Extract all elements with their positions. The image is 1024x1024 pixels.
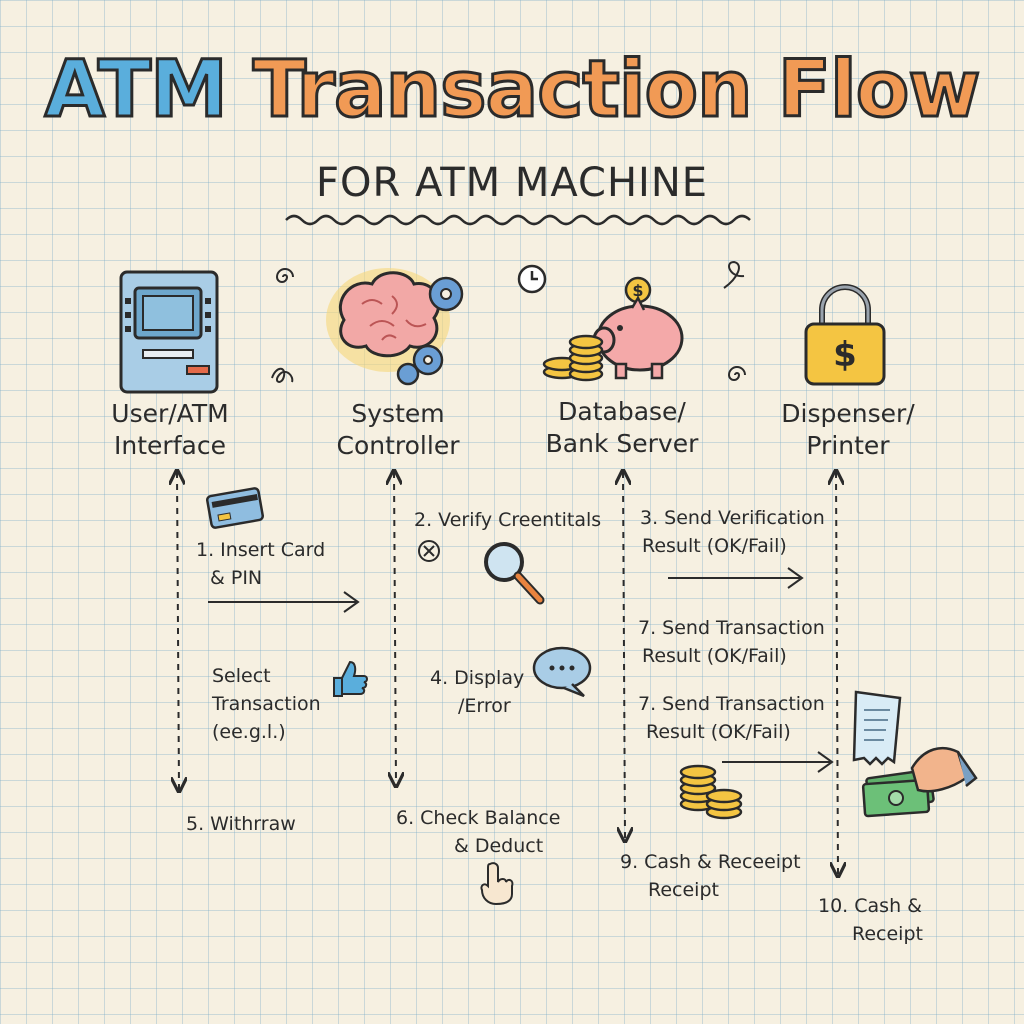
step-text: 5. Withrraw [186,813,296,835]
pointing-hand-icon [480,862,514,906]
x-circle-icon [418,540,440,562]
swirl-doodle-icon [727,366,746,381]
lifeline-database [623,472,625,840]
step-text: & Deduct [454,835,544,857]
step-select-transaction: Select Transaction (ee.g.l.) [212,662,321,746]
coin-stack-icon [679,764,743,820]
step-1-insert-card: 1. Insert Card & PIN [196,536,325,592]
title-part-blue: ATM [43,45,253,135]
step-text: 10. Cash & [818,895,922,917]
lane-label-line: Interface [114,431,226,460]
diagram-title: ATM Transaction Flow [0,45,1024,135]
padlock-dollar-icon: $ [804,284,886,386]
lane-label-dispenser-printer: Dispenser/ Printer [748,398,948,462]
title-part-orange: Transaction Flow [251,45,982,135]
step-text: Result (OK/Fail) [642,645,787,667]
step-9-cash-receipt: 9. Cash & Receeipt Receipt [620,848,801,904]
lane-label-line: System [351,399,445,428]
receipt-icon [852,690,902,766]
step-text: Result (OK/Fail) [642,535,787,557]
lane-label-system-controller: System Controller [298,398,498,462]
lane-label-line: Controller [336,431,460,460]
step-3-send-verification: 3. Send Verification Result (OK/Fail) [640,504,825,560]
clock-icon [517,264,547,294]
step-text: 7. Send Transaction [638,693,825,715]
lane-label-database-bank-server: Database/ Bank Server [522,396,722,460]
step-text: /Error [458,695,511,717]
step-2-verify-credentials: 2. Verify Creentitals [414,506,601,534]
lifeline-user [177,472,179,790]
step-10-cash-receipt: 10. Cash & Receipt [818,892,923,948]
atm-machine-icon [119,270,219,394]
step-text: Result (OK/Fail) [646,721,791,743]
step-text: 9. Cash & Receeipt [620,851,801,873]
step-4-display-error: 4. Display /Error [430,664,524,720]
lane-label-line: Dispenser/ [781,399,915,428]
lifeline-controller [394,472,396,785]
step-text: Receipt [852,923,923,945]
step-text: 2. Verify Creentitals [414,509,602,531]
step-text: 3. Send Verification [640,507,825,529]
lane-label-user-atm-interface: User/ATM Interface [70,398,270,462]
svg-text:$: $ [632,281,643,300]
step-text: (ee.g.l.) [212,721,286,743]
step-7-send-transaction-result-a: 7. Send Transaction Result (OK/Fail) [638,614,825,670]
step-7-send-transaction-result-b: 7. Send Transaction Result (OK/Fail) [638,690,825,746]
swirl-doodle-icon [275,268,294,283]
lane-label-line: Bank Server [545,429,699,458]
step-text: Receipt [648,879,719,901]
brain-gears-icon [326,268,464,386]
thumbs-up-icon [333,660,368,697]
speech-bubble-icon [532,646,592,698]
loop-doodle-icon [271,367,294,383]
svg-text:$: $ [833,335,857,375]
credit-card-icon [206,487,264,529]
lane-label-line: Printer [806,431,890,460]
step-text: 4. Display [430,667,525,689]
lane-label-line: Database/ [558,397,686,426]
wavy-underline [285,214,751,226]
hand-with-cash-icon [861,747,978,818]
step-5-withdraw: 5. Withrraw [186,810,296,838]
step-text: 6. Check Balance [396,807,561,829]
step-text: Select [212,665,271,687]
piggy-bank-coins-icon: $ [542,276,684,382]
step-text: 7. Send Transaction [638,617,825,639]
magnifying-glass-icon [484,542,545,605]
lane-label-line: User/ATM [111,399,229,428]
lifeline-dispenser [836,472,838,875]
step-text: Transaction [212,693,321,715]
loop-doodle-icon [723,260,745,289]
step-text: 1. Insert Card [196,539,326,561]
step-text: & PIN [210,567,263,589]
step-6-check-balance: 6. Check Balance & Deduct [396,804,560,860]
diagram-subtitle: FOR ATM MACHINE [315,160,709,206]
